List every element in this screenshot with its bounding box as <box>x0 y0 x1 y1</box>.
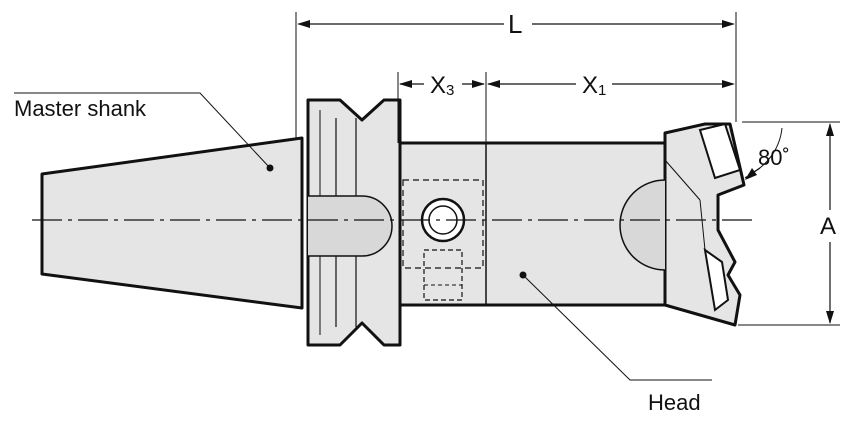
drive-slot <box>308 195 393 257</box>
leader-dot-head <box>519 271 527 279</box>
head-bore <box>619 179 666 271</box>
label-angle: 80˚ <box>758 145 790 170</box>
arrow-L-left <box>297 20 310 28</box>
cutter-detail-2 <box>699 199 706 251</box>
arrow-A-bottom <box>826 311 834 324</box>
arrow-X1-right <box>722 80 735 88</box>
label-dim-X1-sub: 1 <box>598 82 606 99</box>
arrow-L-right <box>722 20 735 28</box>
label-dim-A: A <box>820 213 836 240</box>
cutter-detail-1 <box>664 159 701 201</box>
cutting-insert-top <box>698 122 742 180</box>
hidden-screw <box>423 249 463 301</box>
taper-shank <box>40 136 304 310</box>
label-dim-L: L <box>508 9 522 39</box>
arrow-X3-left <box>399 80 412 88</box>
arrow-X3-right <box>472 80 485 88</box>
label-master-shank: Master shank <box>14 96 147 121</box>
label-dim-X1: X1 <box>582 72 606 99</box>
arrow-X1-left <box>487 80 500 88</box>
arrow-angle <box>745 168 757 180</box>
hidden-cavity <box>402 179 484 269</box>
label-dim-X3-sub: 3 <box>446 82 454 99</box>
leader-head <box>522 274 712 381</box>
label-dim-X3-base: X <box>430 72 446 99</box>
label-head: Head <box>648 390 701 415</box>
leader-dot-master-shank <box>266 164 274 172</box>
label-dim-X3: X3 <box>430 72 454 99</box>
arrow-A-top <box>826 123 834 136</box>
leader-master-shank <box>14 92 271 169</box>
label-dim-X1-base: X <box>582 72 598 99</box>
cutting-insert-bottom <box>703 247 730 312</box>
